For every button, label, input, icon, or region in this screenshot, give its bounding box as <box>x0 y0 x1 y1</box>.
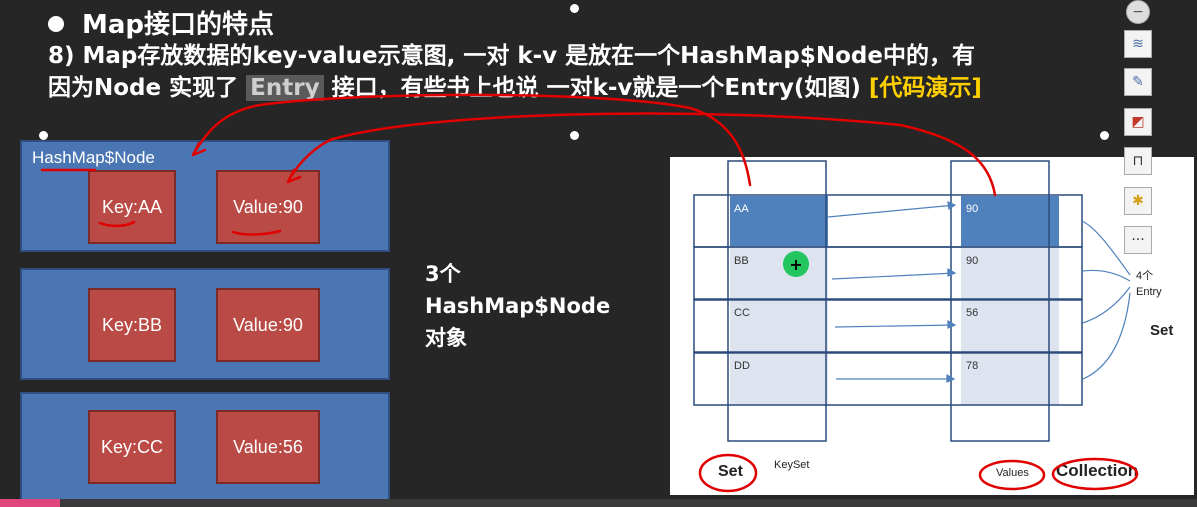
key-cell: AA <box>734 203 749 215</box>
key-cell-fill <box>730 354 828 405</box>
underline-annotation <box>98 220 136 228</box>
key-cell: BB <box>734 255 749 267</box>
key-cell-fill <box>730 248 828 299</box>
value-cell-fill <box>961 196 1059 246</box>
key-cell: CC <box>734 307 750 319</box>
entry-label: Entry <box>1136 286 1162 298</box>
annotation-arrow <box>286 112 997 197</box>
keyset-label: KeySet <box>774 459 810 471</box>
value-cell-fill <box>961 354 1059 405</box>
para-line2-start: 因为Node 实现了 <box>48 75 247 101</box>
value-cell: 90 <box>966 255 979 267</box>
heading-bullet <box>48 16 64 32</box>
lightbulb-icon[interactable]: ✱ <box>1124 187 1152 215</box>
code-demo-label: [代码演示] <box>868 75 982 101</box>
value-cell: 56 <box>966 307 979 319</box>
node-count-label: 3个 HashMap$Node 对象 <box>425 258 610 354</box>
values-label: Values <box>996 467 1029 479</box>
diagram-lines <box>693 160 1131 442</box>
layers-icon[interactable]: ≋ <box>1124 30 1152 58</box>
node-value-cell: Value:56 <box>216 410 320 484</box>
decor-dot <box>570 4 579 13</box>
circle-annotation <box>978 459 1046 491</box>
para-line1: 8) Map存放数据的key-value示意图, 一对 k-v 是放在一个Has… <box>48 43 975 69</box>
count-line2: HashMap$Node <box>425 294 611 318</box>
value-cell-fill <box>961 248 1059 299</box>
collection-label: Collection <box>1056 461 1139 480</box>
node-key-cell: Key:CC <box>88 410 176 484</box>
node-title: HashMap$Node <box>32 148 155 167</box>
video-progress-bar[interactable] <box>0 499 1197 507</box>
highlighter-icon[interactable]: ◩ <box>1124 108 1152 136</box>
pen-icon[interactable]: ✎ <box>1124 68 1152 96</box>
node-key-cell: Key:BB <box>88 288 176 362</box>
value-cell-fill <box>961 301 1059 352</box>
slide-paragraph: 8) Map存放数据的key-value示意图, 一对 k-v 是放在一个Has… <box>48 40 1118 104</box>
node-value-cell: Value:90 <box>216 288 320 362</box>
decor-dot <box>39 131 48 140</box>
key-cell-fill <box>730 196 828 246</box>
set-label-right: Set <box>1150 322 1174 339</box>
decor-dot <box>1100 131 1109 140</box>
count-line1: 3个 <box>425 262 461 286</box>
more-icon[interactable]: ··· <box>1124 226 1152 254</box>
hashmap-node-box: HashMap$Node Key:AA Value:90 <box>20 140 390 252</box>
annotation-arrowhead <box>191 141 207 157</box>
hashmap-node-box: Key:BB Value:90 <box>20 268 390 380</box>
underline-annotation <box>231 229 282 236</box>
count-line3: 对象 <box>425 326 467 350</box>
entry-highlight: Entry <box>246 75 324 101</box>
annotation-arrowhead <box>286 168 302 184</box>
key-cell: DD <box>734 360 750 372</box>
minus-icon[interactable]: − <box>1126 0 1150 24</box>
annotation-arrow <box>191 93 752 187</box>
keyset-values-diagram: AA BB CC DD 90 90 56 78 4个 Entry Set Set… <box>670 157 1194 495</box>
node-key-cell: Key:AA <box>88 170 176 244</box>
value-cell: 78 <box>966 360 979 372</box>
slide-heading: Map接口的特点 <box>82 10 275 40</box>
hashmap-node-box: Key:CC Value:56 <box>20 392 390 507</box>
decor-dot <box>570 131 579 140</box>
plus-cursor-icon: + <box>783 251 809 277</box>
key-cell-fill <box>730 301 828 352</box>
circle-annotation <box>1051 457 1139 491</box>
value-cell: 90 <box>966 203 979 215</box>
frame-icon[interactable]: ⊓ <box>1124 147 1152 175</box>
entry-count-label: 4个 <box>1136 270 1154 282</box>
video-progress-fill <box>0 499 60 507</box>
annotation-toolbar: − ≋ ✎ ◩ ⊓ ✱ ··· <box>1122 0 1156 260</box>
circle-annotation <box>698 453 758 493</box>
set-label-bottom: Set <box>718 463 743 480</box>
